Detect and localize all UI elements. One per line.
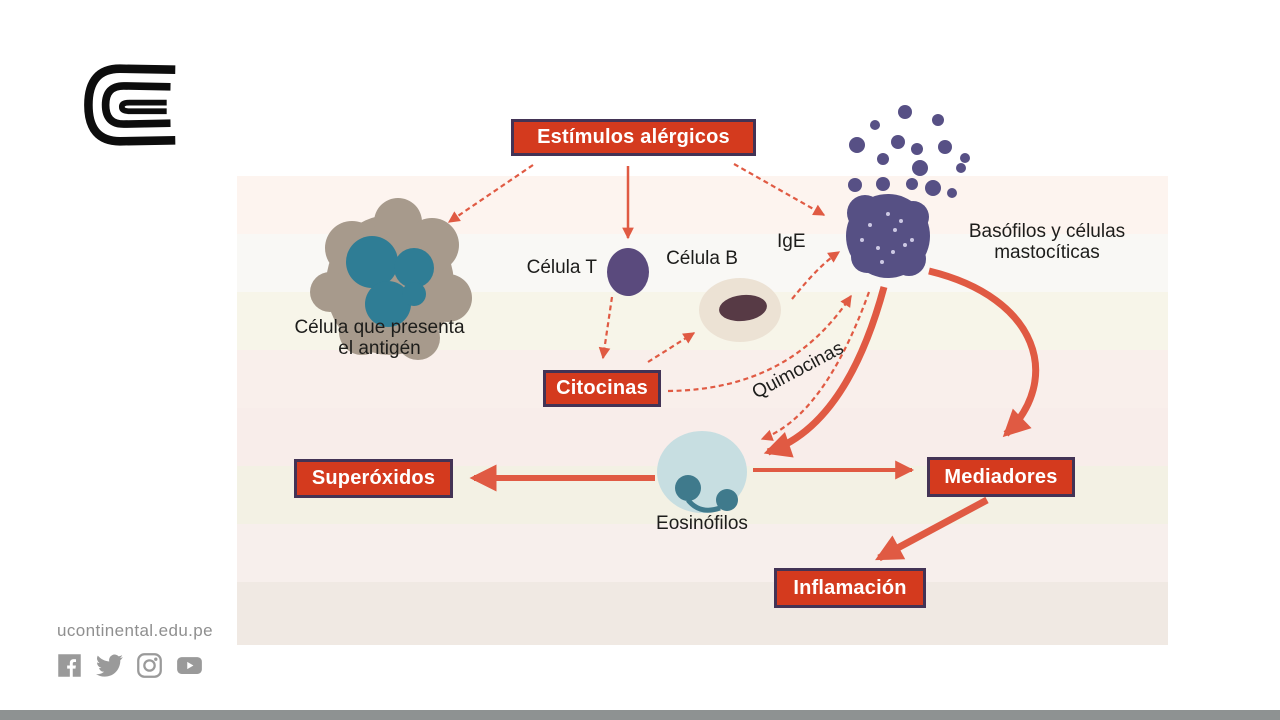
- bottom-gray-bar: [0, 710, 1280, 720]
- arrow-ige-bcell-to-basophil: [791, 251, 841, 300]
- antigen-presenting-cell: [310, 198, 472, 360]
- label-celula-t: Célula T: [526, 257, 597, 278]
- arrow-citocinas-to-basophil: [667, 294, 852, 393]
- arrow-mediadores-to-inflamacion: [875, 496, 989, 562]
- basophil-mast-cell: [846, 194, 930, 278]
- label-celula-b: Célula B: [666, 248, 738, 269]
- arrow-basophil-to-eosinophil: [763, 286, 888, 458]
- social-icons-row: [56, 652, 203, 679]
- twitter-icon[interactable]: [96, 652, 123, 679]
- arrow-citocinas-to-bcell: [647, 332, 696, 363]
- box-mediadores: Mediadores: [927, 457, 1075, 497]
- label-eosinofilos: Eosinófilos: [656, 513, 748, 534]
- label-ige: IgE: [777, 231, 806, 252]
- box-inflamacion: Inflamación: [774, 568, 926, 608]
- universidad-continental-logo: [84, 64, 176, 146]
- antigen-cell-nucleus: [346, 236, 434, 327]
- label-basofilos: Basófilos y células mastocíticas: [968, 221, 1126, 263]
- footer-url: ucontinental.edu.pe: [57, 621, 214, 640]
- arrow-estimulos-to-basophil: [733, 163, 826, 216]
- b-cell: [699, 278, 781, 342]
- eosinophil-cell: [657, 431, 747, 513]
- arrow-tcell-to-citocinas: [598, 296, 614, 360]
- label-celula-antigeno: Célula que presenta el antigén: [294, 317, 465, 359]
- arrows: [447, 163, 1040, 562]
- instagram-icon[interactable]: [136, 652, 163, 679]
- arrow-basophil-to-mediadores: [928, 267, 1040, 438]
- box-estimulos-alergicos: Estímulos alérgicos: [511, 119, 756, 156]
- box-superoxidos: Superóxidos: [294, 459, 453, 498]
- basophil-granules: [848, 105, 970, 198]
- youtube-icon[interactable]: [176, 652, 203, 679]
- facebook-icon[interactable]: [56, 652, 83, 679]
- t-cell: [607, 248, 649, 296]
- box-citocinas: Citocinas: [543, 370, 661, 407]
